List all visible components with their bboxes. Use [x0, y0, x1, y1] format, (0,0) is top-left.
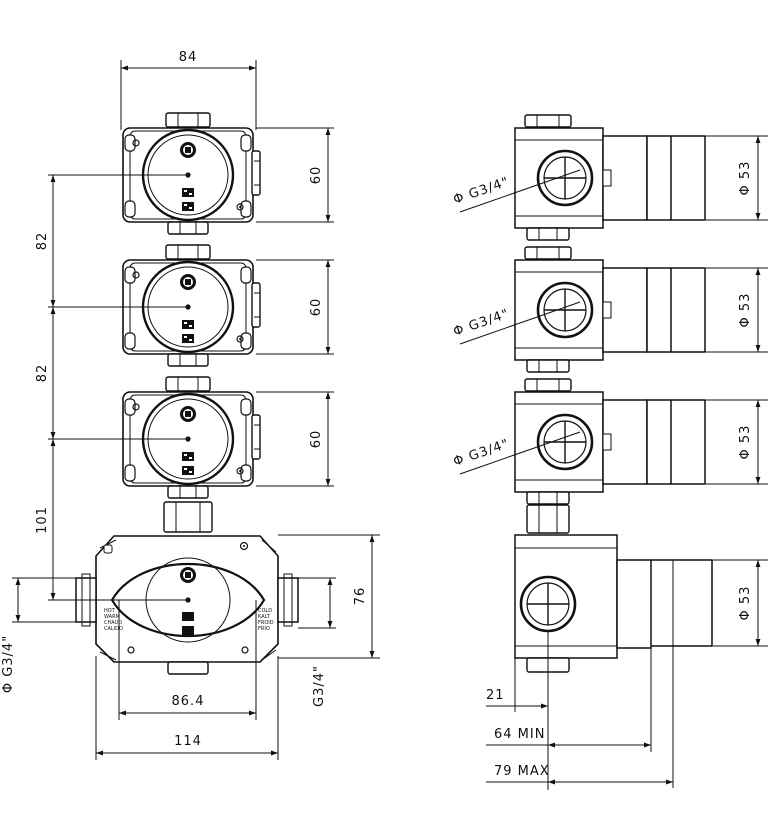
dim-depth-min: 64 MIN — [494, 727, 545, 742]
dim-thread-3: Φ G3/4" — [451, 437, 511, 470]
dim-width-top: 84 — [179, 50, 198, 65]
dim-base-height: 76 — [353, 587, 368, 606]
side-module-1 — [513, 113, 707, 242]
front-base-body — [75, 535, 299, 675]
side-riser — [526, 504, 570, 534]
dim-depth-base: 21 — [486, 688, 505, 703]
side-view: Φ G3/4" Φ G3/4" Φ G3/4" Φ 53 Φ 53 Φ 53 Φ… — [451, 113, 768, 790]
side-module-3 — [513, 377, 707, 506]
dim-thread-1: Φ G3/4" — [451, 175, 511, 208]
side-base-body — [514, 534, 713, 673]
dim-port-center: 86.4 — [172, 694, 205, 709]
dim-diameter-2: Φ 53 — [738, 293, 753, 328]
dim-thread-2: Φ G3/4" — [451, 307, 511, 340]
dim-pitch-2: 82 — [35, 364, 50, 383]
label-left-3: CHAUD — [104, 620, 122, 626]
dim-module-height-1: 60 — [309, 166, 324, 185]
front-riser — [163, 501, 213, 533]
side-module-2 — [513, 245, 707, 374]
dim-module-height-2: 60 — [309, 298, 324, 317]
dim-inlet-right: G3/4" — [312, 665, 327, 707]
label-right-3: FROID — [258, 620, 274, 626]
front-module-2 — [121, 243, 262, 368]
dim-module-height-3: 60 — [309, 430, 324, 449]
front-module-3 — [121, 375, 262, 500]
dim-depth-max: 79 MAX — [494, 764, 550, 779]
dim-inlet-left: Φ G3/4" — [1, 635, 16, 693]
dim-base-width: 114 — [174, 734, 202, 749]
label-right-4: FRIO — [258, 626, 270, 632]
dim-diameter-3: Φ 53 — [738, 425, 753, 460]
label-left-1: HOT — [104, 608, 116, 614]
label-left-2: WARM — [104, 614, 120, 620]
dim-pitch-3: 101 — [35, 506, 50, 534]
front-view: HOT WARM CHAUD CALIDO COLD KALT FROID FR… — [1, 50, 380, 760]
dim-pitch-1: 82 — [35, 232, 50, 251]
dim-diameter-4: Φ 53 — [738, 586, 753, 621]
label-left-4: CALIDO — [104, 626, 123, 632]
label-right-1: COLD — [258, 608, 272, 614]
label-right-2: KALT — [258, 614, 271, 620]
dim-diameter-1: Φ 53 — [738, 161, 753, 196]
front-module-1 — [121, 111, 262, 236]
